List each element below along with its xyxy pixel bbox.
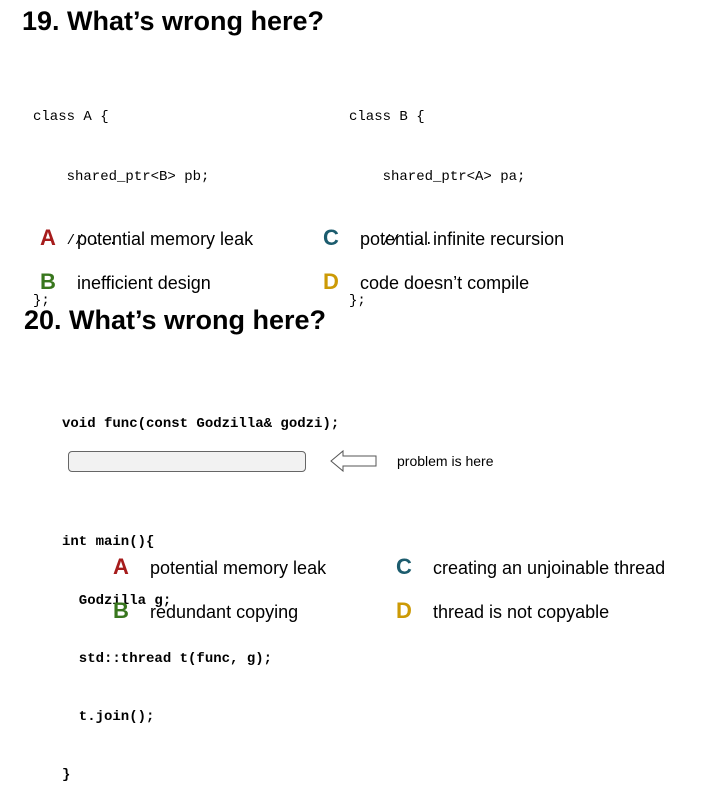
problem-note: problem is here (397, 453, 494, 469)
code-line (62, 474, 339, 492)
code-line: shared_ptr<B> pb; (33, 169, 210, 185)
question-19-title: 19. What’s wrong here? (22, 6, 325, 36)
code-line: }; (349, 293, 366, 309)
answer-letter-b: B (40, 269, 56, 294)
q20-answer-b[interactable]: redundant copying (150, 602, 299, 622)
code-line: Godzilla g; (62, 593, 172, 609)
q19-answer-b[interactable]: inefficient design (77, 273, 211, 293)
answer-letter-d: D (323, 269, 339, 294)
q19-answer-d[interactable]: code doesn’t compile (360, 273, 530, 293)
q20-answer-a[interactable]: potential memory leak (150, 558, 327, 578)
code-line: void func(const Godzilla& godzi); (62, 416, 340, 432)
q20-answer-c[interactable]: creating an unjoinable thread (433, 558, 666, 578)
answer-letter-c: C (396, 554, 412, 579)
code-main: void func(const Godzilla& godzi); int ma… (62, 374, 339, 804)
code-line-highlighted: std::thread t(func, g); (62, 651, 273, 667)
question-20-title: 20. What’s wrong here? (24, 305, 327, 335)
answer-letter-a: A (113, 554, 129, 579)
answer-letter-c: C (323, 225, 339, 250)
code-line: } (62, 767, 71, 783)
code-class-b: class B { shared_ptr<A> pa; // ... }; (349, 67, 525, 331)
code-line: int main(){ (62, 534, 155, 550)
code-line: class B { (349, 109, 425, 125)
code-line: t.join(); (62, 709, 155, 725)
code-line: class A { (33, 109, 109, 125)
highlight-box (68, 451, 306, 472)
code-line: }; (33, 293, 50, 309)
q20-answer-d[interactable]: thread is not copyable (433, 602, 610, 622)
answer-letter-b: B (113, 598, 129, 623)
code-line: // ... (349, 233, 434, 249)
answer-letter-a: A (40, 225, 56, 250)
q19-answer-c[interactable]: potential infinite recursion (360, 229, 565, 249)
q19-answer-a[interactable]: potential memory leak (77, 229, 254, 249)
code-class-a: class A { shared_ptr<B> pb; // ... }; (33, 67, 209, 331)
left-arrow-icon (330, 449, 377, 473)
code-line: // ... (33, 233, 118, 249)
code-line: shared_ptr<A> pa; (349, 169, 526, 185)
answer-letter-d: D (396, 598, 412, 623)
